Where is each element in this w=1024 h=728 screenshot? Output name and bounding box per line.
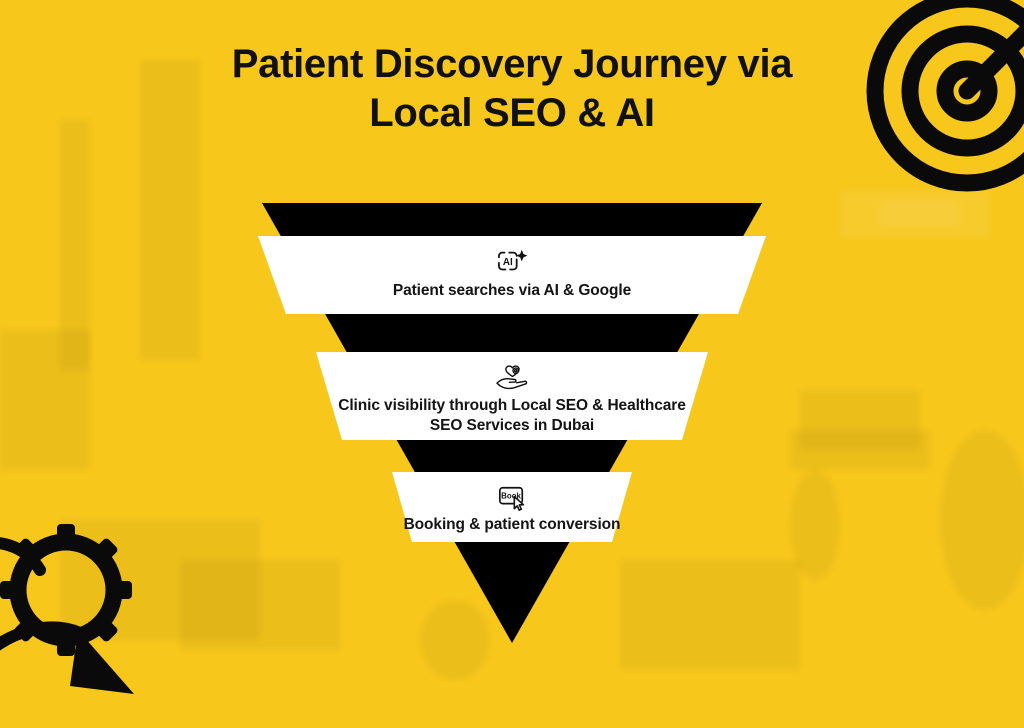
svg-text:AI: AI [503,257,513,268]
page-title-line-2: Local SEO & AI [369,91,655,136]
page-title-line-1: Patient Discovery Journey via [231,42,793,86]
svg-text:Book: Book [501,492,521,501]
funnel-stage-1-label: Patient searches via AI & Google [392,282,632,299]
funnel-stage-1: AI Patient searches via AI & Google [0,248,1024,301]
ai-sparkle-icon: AI [498,249,528,271]
funnel-stage-2: Clinic visibility through Local SEO & He… [0,364,1024,436]
page-title: Patient Discovery Journey via Local SEO … [0,40,1024,138]
funnel-stage-2-label-line-1: Clinic visibility through Local SEO & He… [338,397,686,414]
funnel-stage-3-label: Booking & patient conversion [403,516,621,533]
funnel-stage-3: Book Booking & patient conversion [0,484,1024,535]
gear-cog-graphic [0,508,181,723]
book-button-cursor-icon: Book [499,486,525,511]
funnel-stage-2-label-line-2: SEO Services in Dubai [429,416,595,434]
hand-holding-heart-icon [496,365,528,390]
